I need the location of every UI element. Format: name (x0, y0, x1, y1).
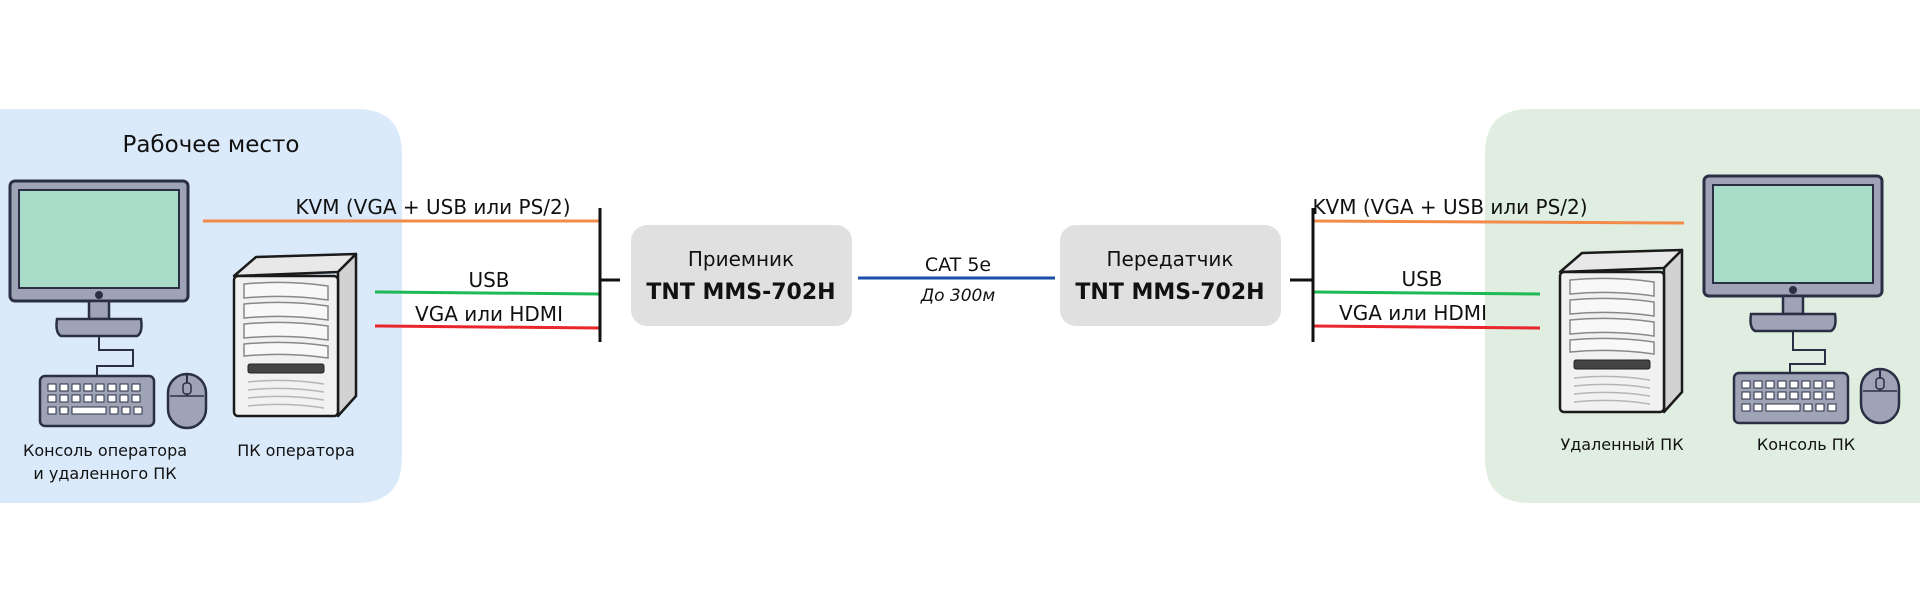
left-kvm-label: KVM (VGA + USB или PS/2) (295, 195, 570, 219)
receiver-role: Приемник (688, 247, 794, 271)
console-label-line1: Консоль оператора (23, 441, 187, 460)
right-kvm-label: KVM (VGA + USB или PS/2) (1312, 195, 1587, 219)
remote-pc-label: Удаленный ПК (1560, 435, 1684, 454)
remote-console-label: Консоль ПК (1757, 435, 1856, 454)
receiver-box (631, 225, 852, 326)
receiver-model: TNT MMS-702H (646, 280, 835, 305)
right-usb-line (1312, 290, 1541, 296)
left-video-line (374, 324, 601, 330)
remote-tower-pc-icon (1558, 248, 1684, 414)
mouse-icon (166, 372, 208, 430)
remote-mouse-icon (1859, 367, 1901, 425)
right-video-label: VGA или HDMI (1339, 301, 1487, 325)
keyboard-icon (38, 374, 156, 428)
keyboard-cable (96, 336, 134, 378)
cable-type-label: CAT 5e (925, 254, 991, 276)
remote-keyboard-icon (1732, 371, 1850, 425)
cable-distance-label: До 300м (920, 286, 996, 306)
transmitter-box (1060, 225, 1281, 326)
tower-pc-icon (232, 252, 358, 418)
left-video-label: VGA или HDMI (415, 302, 563, 326)
transmitter-model: TNT MMS-702H (1075, 280, 1264, 305)
transmitter-role: Передатчик (1107, 247, 1234, 271)
remote-keyboard-cable (1789, 331, 1826, 375)
right-video-line (1312, 324, 1541, 330)
left-usb-line (374, 290, 601, 296)
right-kvm-line (1312, 219, 1685, 225)
operator-pc-label: ПК оператора (237, 441, 355, 460)
console-label-line2: и удаленного ПК (33, 464, 177, 483)
right-usb-label: USB (1401, 267, 1442, 291)
workplace-title: Рабочее место (122, 132, 299, 158)
left-usb-label: USB (468, 268, 509, 292)
